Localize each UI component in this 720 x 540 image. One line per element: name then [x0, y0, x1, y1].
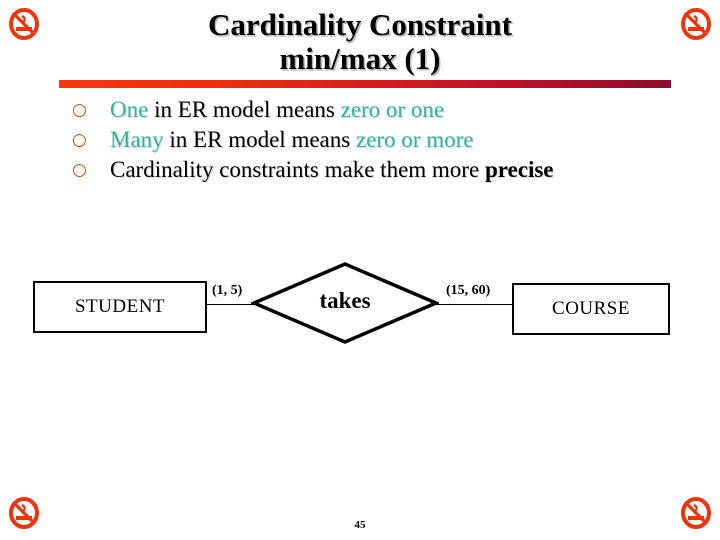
connector-takes-course — [436, 304, 514, 305]
page-number: 45 — [354, 519, 366, 531]
relationship-diamond — [251, 262, 439, 344]
no-smoking-icon — [681, 497, 711, 529]
bullet-item: ○ Many in ER model means zero or more — [72, 125, 692, 155]
bullet-text-segment: precise — [484, 157, 554, 182]
entity-course-label: COURSE — [552, 298, 630, 319]
bullet-text: Cardinality constraints make them more p… — [110, 155, 554, 185]
bullet-circle-icon: ○ — [72, 160, 87, 180]
bullet-text-segment: Cardinality constraints make them more — [110, 157, 485, 182]
no-smoking-icon — [9, 8, 39, 40]
bullet-circle-icon: ○ — [72, 100, 87, 120]
bullet-text-segment: One — [110, 97, 149, 122]
bullet-circle-icon: ○ — [72, 130, 87, 150]
bullet-text: Many in ER model means zero or more — [110, 125, 473, 155]
entity-course: COURSE — [512, 283, 670, 335]
cardinality-label-left: (1, 5) — [212, 283, 243, 298]
bullet-text: One in ER model means zero or one — [110, 95, 444, 125]
entity-student: STUDENT — [33, 281, 207, 333]
bullet-text-segment: in ER model means — [148, 97, 341, 122]
cardinality-label-right: (15, 60) — [446, 283, 491, 298]
bullet-text-segment: zero or more — [355, 127, 474, 152]
bullet-list: ○ One in ER model means zero or one ○ Many … — [72, 95, 692, 185]
entity-student-label: STUDENT — [74, 296, 166, 317]
slide-title-line-2: min/max (1) — [279, 41, 441, 76]
connector-student-takes — [203, 304, 255, 305]
slide-title: Cardinality Constraint min/max (1) — [110, 8, 610, 76]
bullet-text-segment: zero or one — [340, 97, 445, 122]
slide-title-line-1: Cardinality Constraint — [208, 7, 512, 42]
no-smoking-icon — [681, 8, 711, 40]
bullet-item: ○ Cardinality constraints make them more … — [72, 155, 692, 185]
no-smoking-icon — [9, 497, 39, 529]
bullet-item: ○ One in ER model means zero or one — [72, 95, 692, 125]
bullet-text-segment: Many — [110, 127, 164, 152]
title-divider-bar — [59, 80, 671, 88]
relationship-takes-label: takes — [319, 288, 371, 313]
bullet-text-segment: in ER model means — [163, 127, 356, 152]
